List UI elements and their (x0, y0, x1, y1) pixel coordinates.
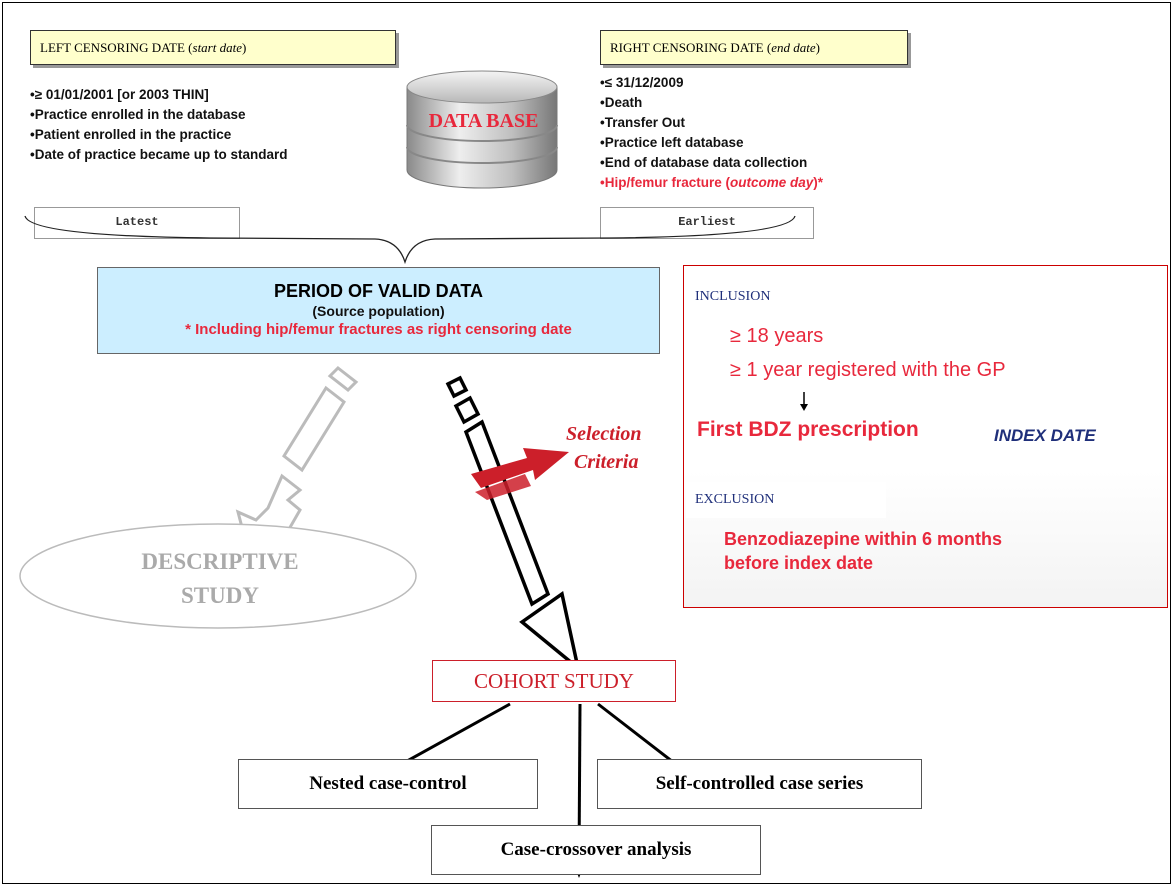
exclusion-line-1: Benzodiazepine within 6 months (724, 529, 1003, 549)
left-censoring-list: ≥ 01/01/2001 [or 2003 THIN] Practice enr… (30, 85, 288, 165)
cohort-study-box: COHORT STUDY (432, 660, 676, 702)
first-bdz-prescription: First BDZ prescription (697, 418, 919, 442)
period-title: PERIOD OF VALID DATA (274, 281, 483, 301)
left-censoring-header: LEFT CENSORING DATE (start date) (30, 30, 396, 65)
period-of-valid-data-box: PERIOD OF VALID DATA (Source population)… (97, 267, 660, 354)
right-censoring-header: RIGHT CENSORING DATE (end date) (600, 30, 908, 65)
index-date-label: INDEX DATE (994, 426, 1096, 445)
database-icon (406, 70, 558, 189)
first-prefix: First (697, 418, 749, 441)
outcome-italic: outcome day (730, 175, 814, 190)
selection-arrow-icon (471, 448, 569, 500)
inclusion-label: INCLUSION (686, 278, 896, 316)
selection-line-2: Criteria (574, 451, 639, 473)
descriptive-line-2: STUDY (181, 583, 259, 608)
inclusion-item-age: ≥ 18 years (730, 325, 824, 347)
first-bdz: BDZ (748, 418, 792, 441)
right-item-outcome: Hip/femur fracture (outcome day)* (600, 173, 823, 193)
exclusion-text: Benzodiazepine within 6 months before in… (724, 527, 1002, 575)
right-censoring-title: RIGHT CENSORING DATE ( (610, 40, 772, 55)
exclusion-line-2: before index date (724, 553, 874, 573)
outcome-suffix: )* (813, 175, 824, 190)
right-item: Practice left database (600, 133, 823, 153)
latest-tag: Latest (34, 207, 240, 239)
inclusion-item-registered: ≥ 1 year registered with the GP (730, 359, 1006, 381)
right-item: Transfer Out (600, 113, 823, 133)
period-note: * Including hip/femur fractures as right… (185, 321, 572, 338)
brace-icon (24, 215, 796, 264)
first-suffix: prescription (791, 418, 919, 441)
right-censoring-list: ≤ 31/12/2009 Death Transfer Out Practice… (600, 73, 823, 193)
self-controlled-case-series-box: Self-controlled case series (597, 759, 922, 809)
right-censoring-title-italic: end date (771, 40, 816, 55)
criteria-box (683, 265, 1168, 608)
selection-line-1: Selection (566, 423, 642, 445)
left-censoring-title-end: ) (242, 40, 247, 55)
database-label: DATA BASE (428, 110, 539, 132)
left-censoring-title-italic: start date (192, 40, 242, 55)
left-item: Patient enrolled in the practice (30, 125, 288, 145)
selection-criteria-label: Selection Criteria (566, 420, 642, 476)
right-item: ≤ 31/12/2009 (600, 73, 823, 93)
descriptive-line-1: DESCRIPTIVE (141, 549, 299, 574)
left-item: ≥ 01/01/2001 [or 2003 THIN] (30, 85, 288, 105)
nested-case-control-box: Nested case-control (238, 759, 538, 809)
left-item: Date of practice became up to standard (30, 145, 288, 165)
descriptive-study-label: DESCRIPTIVE STUDY (60, 545, 380, 613)
earliest-tag: Earliest (600, 207, 814, 239)
period-subtitle: (Source population) (312, 303, 445, 319)
exclusion-label: EXCLUSION (686, 482, 886, 518)
left-item: Practice enrolled in the database (30, 105, 288, 125)
right-item: Death (600, 93, 823, 113)
descriptive-ellipse (19, 523, 417, 629)
right-item: End of database data collection (600, 153, 823, 173)
left-censoring-title: LEFT CENSORING DATE ( (40, 40, 193, 55)
cohort-arrow-icon (445, 375, 581, 673)
right-censoring-title-end: ) (815, 40, 820, 55)
case-crossover-box: Case-crossover analysis (431, 825, 761, 875)
arrow-down-icon (800, 392, 808, 411)
outcome-prefix: Hip/femur fracture ( (604, 175, 731, 190)
